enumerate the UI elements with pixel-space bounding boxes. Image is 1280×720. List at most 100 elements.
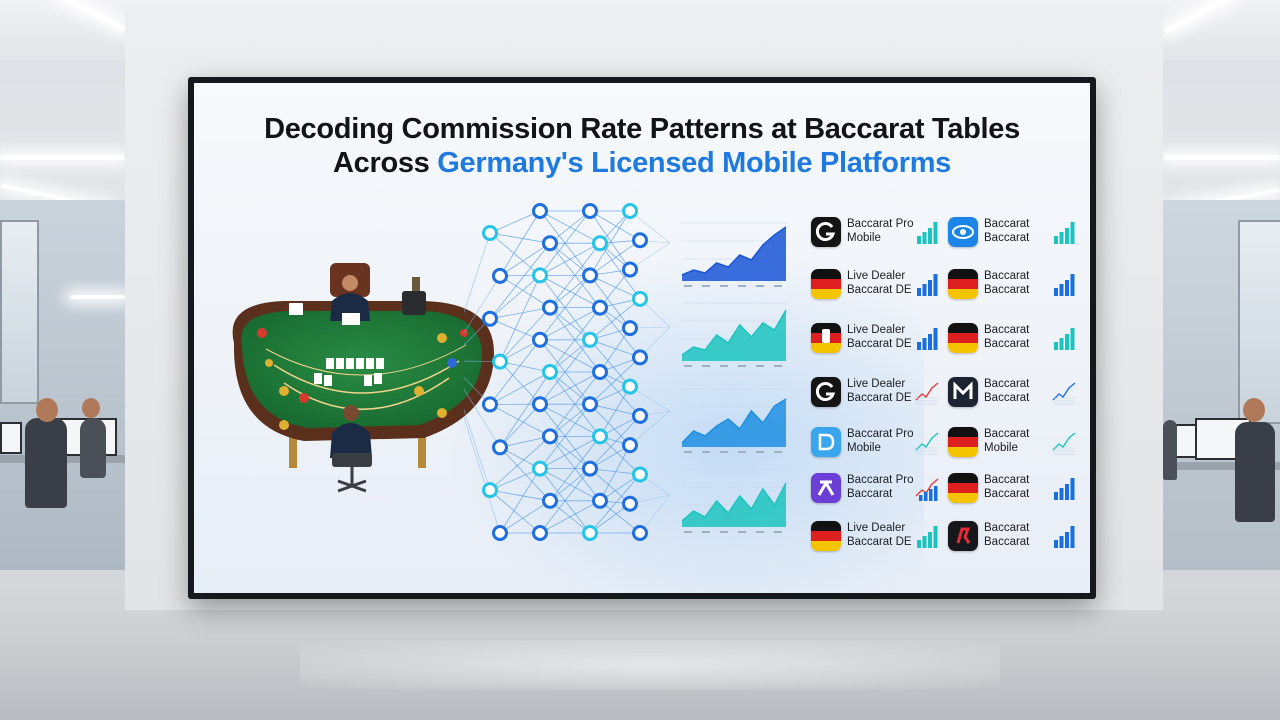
mini-bar bbox=[1070, 478, 1075, 500]
connection-line bbox=[464, 376, 491, 405]
connection-line bbox=[599, 371, 641, 417]
trend-mini-chart bbox=[915, 432, 939, 455]
trend-mini-chart bbox=[917, 526, 938, 548]
axis-tick bbox=[684, 451, 692, 453]
german-flag-icon bbox=[948, 269, 978, 299]
platform-label-line-1: Live Dealer bbox=[847, 522, 906, 534]
connection-line bbox=[599, 327, 631, 373]
floor-reflection bbox=[300, 640, 1000, 690]
platform-label-line-2: Baccarat bbox=[984, 391, 1030, 404]
connection-line bbox=[599, 436, 641, 475]
mini-bar bbox=[928, 334, 932, 350]
neural-network-graphic bbox=[464, 203, 671, 541]
network-node bbox=[632, 525, 648, 541]
connection-line bbox=[599, 386, 631, 437]
platform-label-line-2: Baccarat bbox=[984, 283, 1030, 296]
mini-bar bbox=[1054, 236, 1058, 244]
mini-bar bbox=[922, 232, 927, 244]
headline-line-2: Across Germany's Licensed Mobile Platfor… bbox=[194, 147, 1090, 180]
mini-bar bbox=[1070, 274, 1075, 296]
network-node bbox=[592, 235, 608, 252]
trend-mini-chart bbox=[1054, 478, 1075, 500]
red-logo-icon bbox=[948, 521, 978, 551]
platform-label-line-2: Baccarat bbox=[847, 487, 893, 500]
axis-tick bbox=[756, 285, 764, 287]
ceiling-light-left-2 bbox=[0, 155, 124, 160]
axis-tick bbox=[738, 451, 746, 453]
mini-bar bbox=[917, 540, 921, 548]
connection-line bbox=[599, 500, 641, 534]
mini-bar bbox=[1065, 334, 1069, 350]
connection-line bbox=[549, 339, 591, 373]
mini-bar bbox=[1059, 284, 1064, 296]
connection-line bbox=[549, 210, 591, 244]
trend-mini-chart bbox=[917, 328, 938, 350]
network-node bbox=[622, 495, 638, 512]
network-node bbox=[632, 407, 648, 424]
platform-label-line-2: Baccarat DE bbox=[847, 535, 912, 548]
trend-mini-chart bbox=[1052, 382, 1076, 405]
connection-line bbox=[599, 269, 631, 308]
mini-line bbox=[915, 432, 939, 451]
platform-label-line-1: Baccarat Pro bbox=[847, 428, 914, 440]
trend-mini-chart bbox=[917, 222, 938, 244]
chart-area bbox=[682, 227, 786, 281]
connection-line bbox=[539, 500, 601, 534]
axis-tick bbox=[684, 285, 692, 287]
betting-line bbox=[265, 344, 467, 376]
connection-line bbox=[599, 307, 641, 358]
trend-mini-chart bbox=[1054, 328, 1075, 350]
axis-tick bbox=[684, 365, 692, 367]
axis-tick bbox=[720, 531, 728, 533]
network-node bbox=[532, 525, 548, 541]
g-logo-icon bbox=[811, 377, 841, 407]
platform-label-line-1: Baccarat bbox=[984, 522, 1030, 534]
connection-line bbox=[539, 403, 591, 469]
table-leg bbox=[418, 433, 426, 468]
mini-bar bbox=[1059, 232, 1064, 244]
g-logo-icon bbox=[811, 217, 841, 247]
connection-line bbox=[589, 468, 631, 505]
connection-line bbox=[489, 371, 551, 405]
connection-line bbox=[589, 415, 641, 469]
chart-line bbox=[681, 398, 787, 444]
platform-label-line-1: Baccarat bbox=[984, 428, 1030, 440]
network-node bbox=[592, 299, 608, 316]
office-worker-2-head bbox=[82, 398, 100, 418]
mini-bar bbox=[922, 536, 927, 548]
connection-line bbox=[464, 318, 491, 346]
network-node bbox=[532, 460, 548, 477]
network-node bbox=[622, 437, 638, 454]
platform-label-line-2: Baccarat DE bbox=[847, 391, 912, 404]
mini-bar bbox=[917, 288, 921, 296]
platform-label-line-2: Mobile bbox=[847, 231, 881, 244]
platform-label-line-1: Baccarat bbox=[984, 270, 1030, 282]
trend-mini-chart bbox=[1054, 222, 1075, 244]
chart-line bbox=[681, 309, 787, 356]
platform-label-line-1: Live Dealer bbox=[847, 378, 906, 390]
connection-line bbox=[489, 307, 551, 320]
mini-bar bbox=[928, 532, 932, 548]
axis-tick bbox=[774, 531, 782, 533]
area-chart-3 bbox=[681, 388, 788, 453]
german-flag-icon bbox=[811, 269, 841, 299]
area-chart-1 bbox=[681, 222, 788, 287]
office-worker-2 bbox=[80, 418, 106, 478]
office-monitor-2 bbox=[0, 422, 22, 454]
connection-line bbox=[589, 339, 631, 387]
mini-line bbox=[915, 382, 939, 401]
mini-bar bbox=[1070, 222, 1075, 244]
network-node bbox=[492, 267, 508, 284]
mini-bar bbox=[1054, 492, 1058, 500]
connection-line bbox=[589, 210, 631, 270]
axis-tick bbox=[720, 285, 728, 287]
trend-mini-chart bbox=[1054, 274, 1075, 296]
